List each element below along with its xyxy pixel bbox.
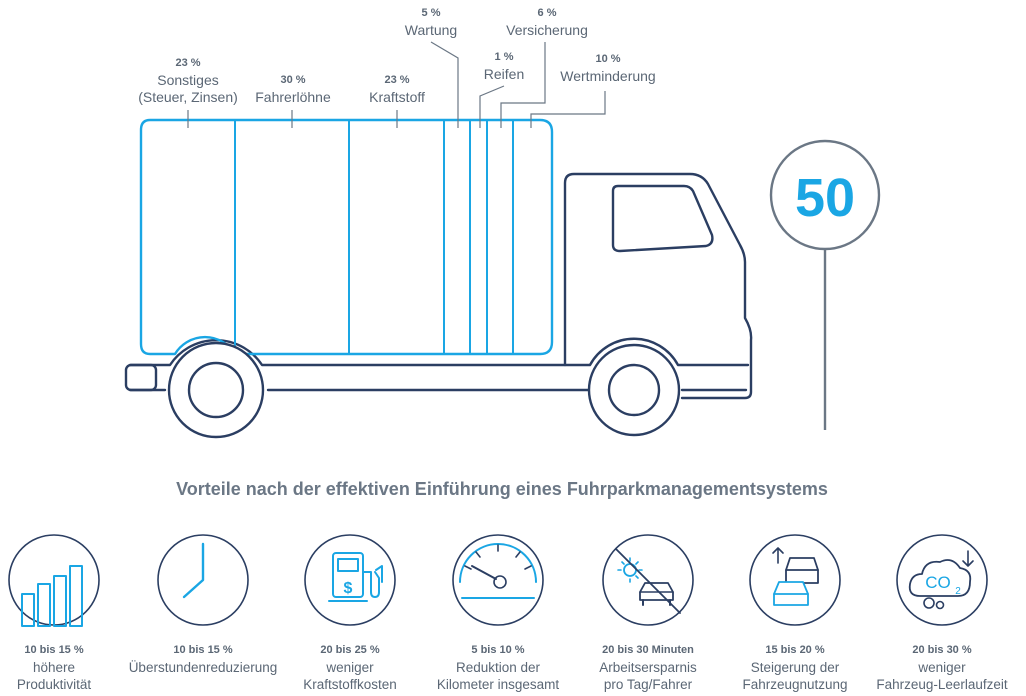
benefit-pct: 10 bis 15 % <box>173 644 233 656</box>
benefit-idle-time: 20 bis 30 % weniger Fahrzeug-Leerlaufzei… <box>867 642 1017 693</box>
segment-pct: 10 % <box>595 53 621 65</box>
speed-limit-sign: 50 <box>769 139 881 430</box>
segment-name: Versicherung <box>506 22 588 38</box>
benefit-pct: 20 bis 25 % <box>320 644 380 656</box>
segment-label-fahrerloehne: 30 % Fahrerlöhne <box>243 72 343 106</box>
benefit-line2: Kraftstoffkosten <box>303 677 397 692</box>
segment-pct: 5 % <box>421 7 441 19</box>
speedometer-icon <box>452 534 544 626</box>
label-leader-line <box>530 91 606 128</box>
benefit-fuel-costs: 20 bis 25 % weniger Kraftstoffkosten <box>275 642 425 693</box>
segment-label-kraftstoff: 23 % Kraftstoff <box>357 72 437 106</box>
svg-text:$: $ <box>344 580 353 597</box>
segment-pct: 6 % <box>537 7 557 19</box>
cars-up-icon <box>749 534 841 626</box>
benefit-line1: Arbeitsersparnis <box>599 660 697 675</box>
segment-pct: 30 % <box>280 74 306 86</box>
truck-bumper <box>124 363 158 392</box>
benefit-vehicle-usage: 15 bis 20 % Steigerung der Fahrzeugnutzu… <box>720 642 870 693</box>
benefit-line2: Fahrzeugnutzung <box>742 677 848 692</box>
cargo-box <box>139 118 554 356</box>
benefit-line1: Reduktion der <box>455 660 541 675</box>
front-wheel <box>587 343 681 437</box>
segment-name: Fahrerlöhne <box>255 89 331 105</box>
benefit-kilometers: 5 bis 10 % Reduktion der Kilometer insge… <box>423 642 573 693</box>
speed-limit-value: 50 <box>795 168 855 228</box>
benefit-pct: 10 bis 15 % <box>24 644 84 656</box>
segment-pct: 23 % <box>384 74 410 86</box>
benefit-line1: höhere <box>32 660 76 675</box>
rear-wheel <box>167 341 265 439</box>
benefit-pct: 5 bis 10 % <box>471 644 525 656</box>
segment-name: Reifen <box>483 66 525 82</box>
benefit-line2: Produktivität <box>16 677 92 692</box>
benefit-pct: 15 bis 20 % <box>765 644 825 656</box>
segment-name: Wertminderung <box>560 68 656 84</box>
benefit-pct: 20 bis 30 Minuten <box>602 644 694 656</box>
label-leader-line <box>500 42 546 128</box>
segment-name: Kraftstoff <box>369 89 425 105</box>
benefit-time-savings: 20 bis 30 Minuten Arbeitsersparnis pro T… <box>573 642 723 693</box>
segment-name-line2: (Steuer, Zinsen) <box>138 89 238 105</box>
bar-chart-icon <box>8 534 100 627</box>
benefit-line1: weniger <box>918 660 966 675</box>
segment-label-sonstiges: 23 % Sonstiges (Steuer, Zinsen) <box>128 55 248 106</box>
benefit-pct: 20 bis 30 % <box>912 644 972 656</box>
truck-window <box>611 184 714 253</box>
benefit-line1: weniger <box>326 660 374 675</box>
truck-cab <box>563 172 753 400</box>
label-leader-line <box>479 85 505 128</box>
segment-name: Wartung <box>404 22 458 38</box>
truck-chassis <box>128 337 750 367</box>
segment-pct: 1 % <box>494 51 514 63</box>
benefit-line1: Steigerung der <box>750 660 840 675</box>
cargo-segment-dividers <box>234 120 514 354</box>
fuel-pump-icon: $ <box>304 534 396 626</box>
segment-label-versicherung: 6 % Versicherung <box>502 5 592 39</box>
clock-icon <box>157 534 249 626</box>
segment-pct: 23 % <box>175 57 201 69</box>
benefit-line2: Kilometer insgesamt <box>436 677 560 692</box>
segment-name: Sonstiges <box>157 72 219 88</box>
segment-label-reifen: 1 % Reifen <box>479 49 529 83</box>
benefit-line2: Fahrzeug-Leerlaufzeit <box>876 677 1008 692</box>
segment-label-wartung: 5 % Wartung <box>396 5 466 39</box>
benefits-headline: Vorteile nach der effektiven Einführung … <box>176 479 828 499</box>
car-crossed-icon <box>602 534 694 626</box>
benefit-line1: Überstundenreduzierung <box>128 660 278 675</box>
label-leader-line <box>430 41 459 128</box>
benefit-line2: pro Tag/Fahrer <box>603 677 693 692</box>
truck-illustration <box>124 118 753 439</box>
co2-cloud-icon: CO 2 <box>896 534 988 626</box>
benefit-overtime: 10 bis 15 % Überstundenreduzierung <box>128 642 278 676</box>
svg-text:2: 2 <box>955 586 961 597</box>
label-leader-lines <box>187 41 606 128</box>
segment-label-wertminderung: 10 % Wertminderung <box>552 51 664 85</box>
benefit-productivity: 10 bis 15 % höhere Produktivität <box>0 642 129 693</box>
svg-text:CO: CO <box>925 573 951 592</box>
